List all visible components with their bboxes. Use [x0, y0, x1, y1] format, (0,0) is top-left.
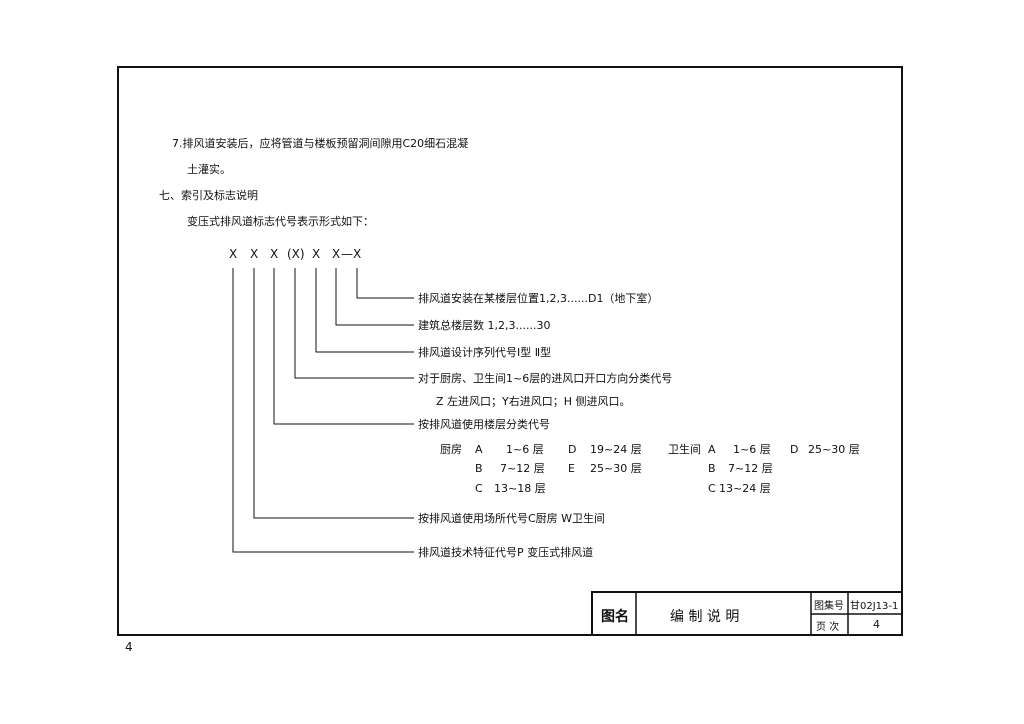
bath-range-d: 25~30 层	[808, 443, 860, 456]
leader-line-5	[273, 268, 414, 425]
leader-line-1	[356, 268, 414, 299]
bath-code-b: B	[708, 462, 716, 475]
bath-label: 卫生间	[668, 443, 701, 456]
bath-range-c: 13~24 层	[719, 482, 771, 495]
code-part-2: X	[250, 247, 259, 261]
title-block-atlas-number: 甘02J13-1	[850, 601, 899, 612]
page-number: 4	[125, 640, 133, 654]
leader-line-3	[315, 268, 414, 353]
kitchen-range-d: 19~24 层	[590, 443, 642, 456]
bath-code-c: C	[708, 482, 716, 495]
kitchen-code-c: C	[475, 482, 483, 495]
leader-line-4	[294, 268, 414, 379]
bath-range-b: 7~12 层	[728, 462, 773, 475]
explanation-inlet-direction: 对于厨房、卫生间1~6层的进风口开口方向分类代号	[418, 372, 673, 385]
code-part-5: X	[312, 247, 321, 261]
title-block-title: 编 制 说 明	[670, 609, 740, 625]
leader-line-6	[253, 268, 414, 519]
code-part-6: X	[332, 247, 341, 261]
explanation-floor-position: 排风道安装在某楼层位置1,2,3......D1（地下室）	[418, 292, 659, 305]
explanation-design-series: 排风道设计序列代号Ⅰ型 Ⅱ型	[418, 346, 552, 359]
leader-line-2	[335, 268, 414, 326]
title-block-name-label: 图名	[601, 609, 629, 625]
note-7-line2: 土灌实。	[187, 163, 231, 176]
bath-code-d: D	[790, 443, 799, 456]
section-heading: 七、索引及标志说明	[159, 189, 258, 202]
kitchen-label: 厨房	[440, 443, 462, 456]
kitchen-code-a: A	[475, 443, 483, 456]
code-part-7: —X	[341, 247, 362, 261]
title-block-page-number: 4	[873, 618, 880, 631]
kitchen-code-b: B	[475, 462, 483, 475]
bath-code-a: A	[708, 443, 716, 456]
explanation-inlet-codes: Z 左进风口；Y右进风口；H 侧进风口。	[436, 395, 631, 408]
explanation-usage-place: 按排风道使用场所代号C厨房 W卫生间	[418, 512, 606, 525]
note-7-line1: 7.排风道安装后，应将管道与楼板预留洞间隙用C20细石混凝	[172, 137, 469, 150]
kitchen-range-c: 13~18 层	[494, 482, 546, 495]
drawing-frame	[117, 66, 903, 636]
title-block	[591, 591, 903, 636]
explanation-total-floors: 建筑总楼层数 1,2,3......30	[418, 319, 551, 332]
leader-line-7	[232, 268, 414, 553]
code-part-1: X	[229, 247, 238, 261]
kitchen-range-b: 7~12 层	[500, 462, 545, 475]
kitchen-code-d: D	[568, 443, 577, 456]
code-part-4: (X)	[287, 247, 305, 261]
title-block-page-label: 页 次	[816, 622, 840, 633]
explanation-floor-class: 按排风道使用楼层分类代号	[418, 418, 550, 431]
kitchen-code-e: E	[568, 462, 575, 475]
kitchen-range-a: 1~6 层	[506, 443, 544, 456]
title-block-atlas-label: 图集号	[814, 601, 844, 612]
bath-range-a: 1~6 层	[733, 443, 771, 456]
code-part-3: X	[270, 247, 279, 261]
explanation-technical-feature: 排风道技术特征代号P 变压式排风道	[418, 546, 594, 559]
intro-text: 变压式排风道标志代号表示形式如下：	[187, 215, 374, 228]
kitchen-range-e: 25~30 层	[590, 462, 642, 475]
